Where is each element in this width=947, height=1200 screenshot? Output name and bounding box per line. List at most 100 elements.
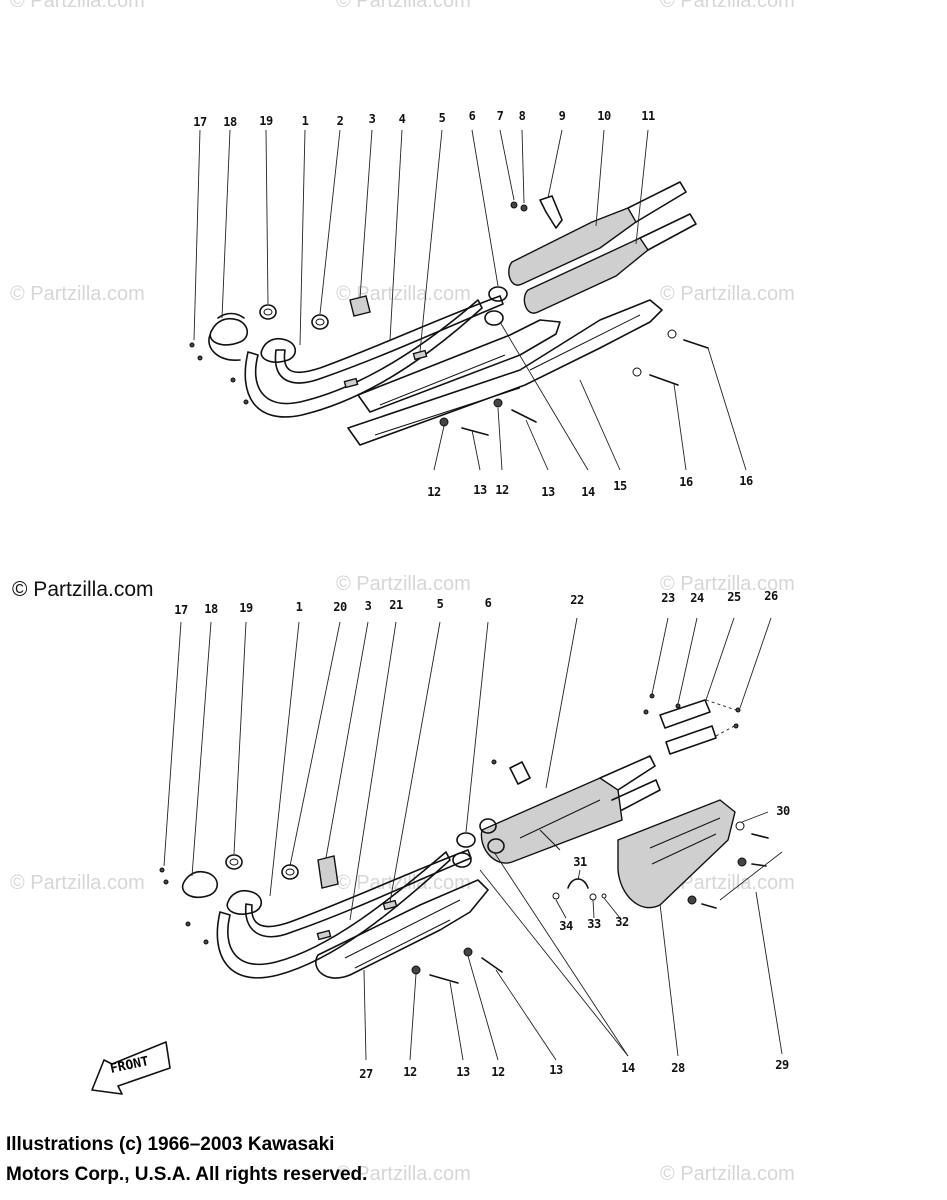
- exhaust-pipe-left-b: [216, 851, 451, 979]
- part-label[interactable]: 6: [484, 596, 492, 610]
- clip-31: [567, 878, 589, 889]
- part-label[interactable]: 13: [456, 1065, 470, 1079]
- part-label[interactable]: 29: [775, 1058, 789, 1072]
- tail-extension-25-upper: [659, 699, 711, 729]
- part-label[interactable]: 25: [727, 590, 741, 604]
- pipe-flange-right-b: [226, 889, 263, 915]
- part-label[interactable]: 32: [615, 915, 629, 929]
- washer-33: [589, 893, 597, 901]
- part-label[interactable]: 28: [671, 1061, 685, 1075]
- part-label[interactable]: 13: [541, 485, 555, 499]
- part-label[interactable]: 16: [739, 474, 753, 488]
- part-label[interactable]: 8: [518, 109, 526, 123]
- muffler-22-tails: [599, 755, 661, 811]
- bottom-exhaust-assembly: [159, 617, 783, 1061]
- part-label[interactable]: 22: [570, 593, 584, 607]
- bolt-16-a: [649, 374, 679, 386]
- part-label[interactable]: 33: [587, 917, 601, 931]
- part-label[interactable]: 19: [239, 601, 253, 615]
- part-label[interactable]: 12: [491, 1065, 505, 1079]
- part-label[interactable]: 2: [336, 114, 344, 128]
- watermark: © Partzilla.com: [336, 0, 471, 12]
- part-label[interactable]: 30: [776, 804, 790, 818]
- part-label[interactable]: 31: [573, 855, 587, 869]
- part-label[interactable]: 18: [204, 602, 218, 616]
- part-label[interactable]: 12: [495, 483, 509, 497]
- part-label[interactable]: 16: [679, 475, 693, 489]
- clamp-6-lower: [484, 310, 504, 326]
- part-label[interactable]: 1: [295, 600, 303, 614]
- watermark: © Partzilla.com: [336, 283, 471, 305]
- part-label[interactable]: 15: [613, 479, 627, 493]
- pipe-flange-left-b: [181, 870, 219, 899]
- exhaust-pipe-left: [244, 299, 483, 418]
- part-label[interactable]: 18: [223, 115, 237, 129]
- part-label[interactable]: 13: [473, 483, 487, 497]
- part-label[interactable]: 20: [333, 600, 347, 614]
- part-label[interactable]: 24: [690, 591, 704, 605]
- copyright-line-1: Illustrations (c) 1966–2003 Kawasaki: [6, 1134, 335, 1155]
- watermark: © Partzilla.com: [660, 283, 795, 305]
- part-label[interactable]: 3: [364, 599, 372, 613]
- part-label[interactable]: 4: [398, 112, 406, 126]
- part-label[interactable]: 23: [661, 591, 675, 605]
- part-label[interactable]: 9: [558, 109, 566, 123]
- watermark: © Partzilla.com: [336, 1163, 471, 1185]
- part-label[interactable]: 14: [581, 485, 595, 499]
- copyright-line-2: Motors Corp., U.S.A. All rights reserved…: [6, 1164, 368, 1185]
- part-label[interactable]: 12: [427, 485, 441, 499]
- part-label[interactable]: 17: [193, 115, 207, 129]
- part-label[interactable]: 6: [468, 109, 476, 123]
- front-arrow: [91, 1041, 171, 1095]
- exhaust-pipe-right: [274, 295, 504, 384]
- clamp-3: [349, 295, 371, 317]
- watermark: © Partzilla.com: [660, 1163, 795, 1185]
- heat-guard-lower: [347, 299, 663, 446]
- bolt-13-b-right: [481, 957, 503, 973]
- watermark: © Partzilla.com: [10, 872, 145, 894]
- bolt-32: [601, 893, 607, 899]
- part-label[interactable]: 27: [359, 1067, 373, 1081]
- clamp-6-b-upper: [456, 832, 476, 848]
- watermark: © Partzilla.com: [660, 573, 795, 595]
- nut-12-left: [439, 417, 449, 427]
- washer-30: [735, 821, 745, 831]
- part-label[interactable]: 26: [764, 589, 778, 603]
- watermark: © Partzilla.com: [336, 872, 471, 894]
- pipe-neck-left: [208, 334, 241, 361]
- watermark: © Partzilla.com: [10, 283, 145, 305]
- watermark: © Partzilla.com: [10, 0, 145, 12]
- nut-7: [510, 201, 518, 209]
- part-label[interactable]: 1: [301, 114, 309, 128]
- part-label[interactable]: 10: [597, 109, 611, 123]
- bracket-9: [539, 195, 563, 229]
- part-label[interactable]: 13: [549, 1063, 563, 1077]
- part-label[interactable]: 5: [438, 111, 446, 125]
- muffler-upper: [508, 207, 637, 286]
- part-label[interactable]: 19: [259, 114, 273, 128]
- watermark: © Partzilla.com: [660, 872, 795, 894]
- spring-18: [217, 312, 245, 319]
- tail-extension-25-lower: [665, 725, 717, 755]
- watermark: © Partzilla.com: [336, 573, 471, 595]
- part-label[interactable]: 3: [368, 112, 376, 126]
- bolt-13-left: [461, 427, 489, 436]
- pipe-flange-left: [209, 317, 249, 346]
- muffler-bracket: [509, 761, 531, 785]
- part-label[interactable]: 5: [436, 597, 444, 611]
- nut-34: [552, 892, 560, 900]
- part-label[interactable]: 7: [496, 109, 504, 123]
- part-label[interactable]: 11: [641, 109, 655, 123]
- washer-16-a: [632, 367, 642, 377]
- clamp-6-upper: [488, 286, 508, 302]
- part-label[interactable]: 12: [403, 1065, 417, 1079]
- part-label[interactable]: 17: [174, 603, 188, 617]
- gasket-2: [311, 314, 329, 330]
- muffler-lower: [523, 237, 649, 314]
- part-label[interactable]: 21: [389, 598, 403, 612]
- part-label[interactable]: 14: [621, 1061, 635, 1075]
- clamp-6-b-lower: [452, 852, 472, 868]
- bolt-16-b: [683, 339, 709, 349]
- part-label[interactable]: 34: [559, 919, 573, 933]
